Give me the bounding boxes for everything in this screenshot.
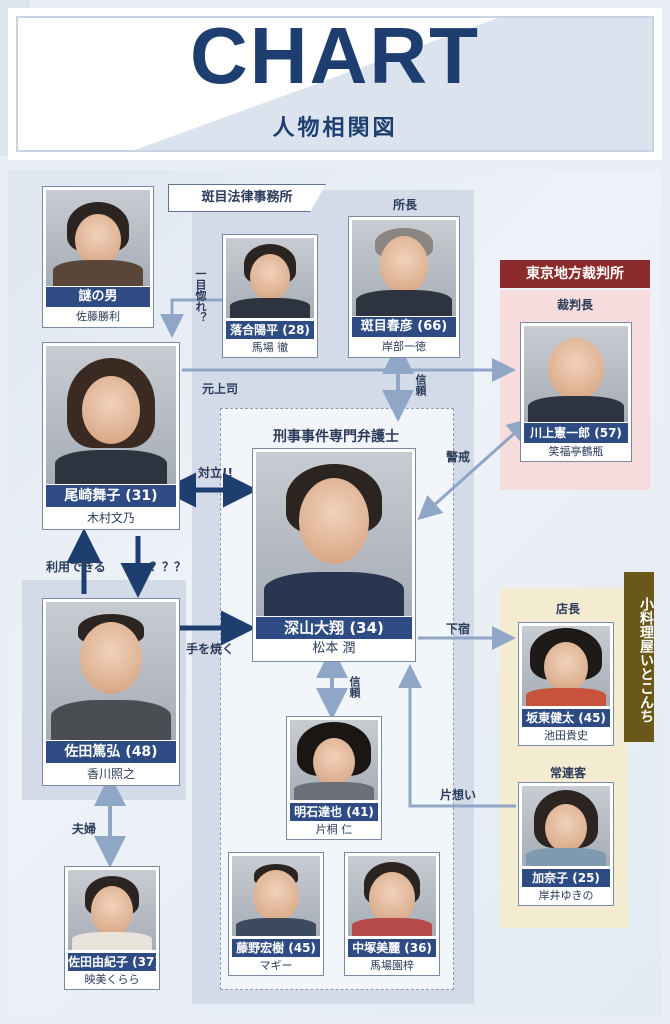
portrait-sada: [46, 602, 176, 740]
actor-name: マギー: [259, 959, 293, 972]
relation-use: 利用できる: [46, 560, 106, 574]
person-name: 佐田篤弘 (48): [46, 741, 176, 763]
actor-name: 池田貴史: [544, 729, 588, 742]
relation-lodging: 下宿: [446, 622, 471, 636]
role-shop-owner: 店長: [555, 602, 580, 616]
person-name: 落合陽平 (28): [226, 321, 314, 339]
portrait-yukiko: [68, 870, 156, 950]
person-name: 斑目春彦 (66): [352, 317, 456, 337]
person-name: 中塚美麗 (36): [348, 939, 436, 957]
relation-former-boss: 元上司: [202, 382, 239, 396]
person-card-miyama[interactable]: 深山大翔 (34) 松本 潤: [252, 448, 416, 662]
person-name: 謎の男: [46, 287, 150, 307]
actor-name: 松本 潤: [312, 641, 356, 656]
actor-name: 片桐 仁: [315, 823, 353, 836]
role-director: 所長: [392, 198, 417, 212]
relation-unknown: ？？？: [150, 560, 187, 574]
portrait-ozaki: [46, 346, 176, 484]
portrait-fujino: [232, 856, 320, 936]
person-name: 尾崎舞子 (31): [46, 485, 176, 507]
relation-troublesome: 手を焼く: [186, 642, 235, 656]
person-name: 明石達也 (41): [290, 803, 378, 821]
relation-couple: 夫婦: [72, 822, 97, 836]
actor-name: 香川照之: [86, 767, 135, 781]
page-subtitle: 人物相関図: [272, 116, 398, 141]
portrait-mystery: [46, 190, 150, 286]
shop-label: 小料理屋いとこんち: [624, 572, 654, 742]
person-card-yukiko[interactable]: 佐田由紀子 (37) 映美くらら: [64, 866, 160, 990]
actor-name: 笑福亭鶴瓶: [548, 445, 604, 458]
relation-rivalry: 対立!!: [198, 466, 233, 480]
arrow-caution: [417, 417, 532, 521]
portrait-miyama: [256, 452, 412, 616]
relation-hitomebore: 一目惚れ？: [194, 268, 207, 323]
portrait-nakatsuka: [348, 856, 436, 936]
arrow-hitomebore: [160, 298, 222, 338]
portrait-madarame: [352, 220, 456, 316]
portrait-akashi: [290, 720, 378, 800]
arrow-unrequited: [398, 664, 516, 808]
person-card-ozaki[interactable]: 尾崎舞子 (31) 木村文乃: [42, 342, 180, 530]
person-card-bando[interactable]: 坂東健太 (45) 池田貴史: [518, 622, 614, 746]
person-name: 加奈子 (25): [522, 869, 610, 887]
actor-name: 馬場園梓: [370, 959, 414, 972]
person-card-sada[interactable]: 佐田篤弘 (48) 香川照之: [42, 598, 180, 786]
person-card-kawakami[interactable]: 川上憲一郎 (57) 笑福亭鶴瓶: [520, 322, 632, 462]
court-label: 東京地方裁判所: [500, 260, 650, 288]
relation-trust-director: 信頼: [414, 374, 427, 396]
person-card-mystery[interactable]: 謎の男 佐藤勝利: [42, 186, 154, 328]
actor-name: 馬場 徹: [251, 341, 289, 354]
person-name: 川上憲一郎 (57): [524, 423, 628, 443]
actor-name: 木村文乃: [86, 511, 135, 525]
relation-unrequited: 片想い: [440, 788, 477, 802]
actor-name: 佐藤勝利: [76, 310, 120, 323]
portrait-kanako: [522, 786, 610, 866]
actor-name: 映美くらら: [84, 973, 140, 986]
person-card-nakatsuka[interactable]: 中塚美麗 (36) 馬場園梓: [344, 852, 440, 976]
actor-name: 岸部一徳: [382, 340, 426, 353]
relation-caution: 警戒: [446, 450, 471, 464]
person-card-ochiai[interactable]: 落合陽平 (28) 馬場 徹: [222, 234, 318, 358]
person-name: 藤野宏樹 (45): [232, 939, 320, 957]
person-card-fujino[interactable]: 藤野宏樹 (45) マギー: [228, 852, 324, 976]
role-chief-judge: 裁判長: [556, 298, 593, 312]
relation-trust-room: 信頼: [348, 676, 361, 698]
person-card-akashi[interactable]: 明石達也 (41) 片桐 仁: [286, 716, 382, 840]
person-name: 坂東健太 (45): [522, 709, 610, 727]
role-regular: 常連客: [549, 766, 586, 780]
firm-label: 斑目法律事務所: [168, 184, 326, 212]
portrait-ochiai: [226, 238, 314, 318]
portrait-kawakami: [524, 326, 628, 422]
person-card-kanako[interactable]: 加奈子 (25) 岸井ゆきの: [518, 782, 614, 906]
person-name: 佐田由紀子 (37): [68, 953, 156, 971]
page-title: CHART: [190, 11, 480, 100]
person-card-madarame[interactable]: 斑目春彦 (66) 岸部一徳: [348, 216, 460, 358]
person-name: 深山大翔 (34): [256, 617, 412, 639]
header-frame: [8, 8, 662, 160]
role-criminal-lawyer: 刑事事件専門弁護士: [273, 429, 399, 445]
actor-name: 岸井ゆきの: [538, 889, 594, 902]
header-panel: [16, 16, 654, 152]
portrait-bando: [522, 626, 610, 706]
